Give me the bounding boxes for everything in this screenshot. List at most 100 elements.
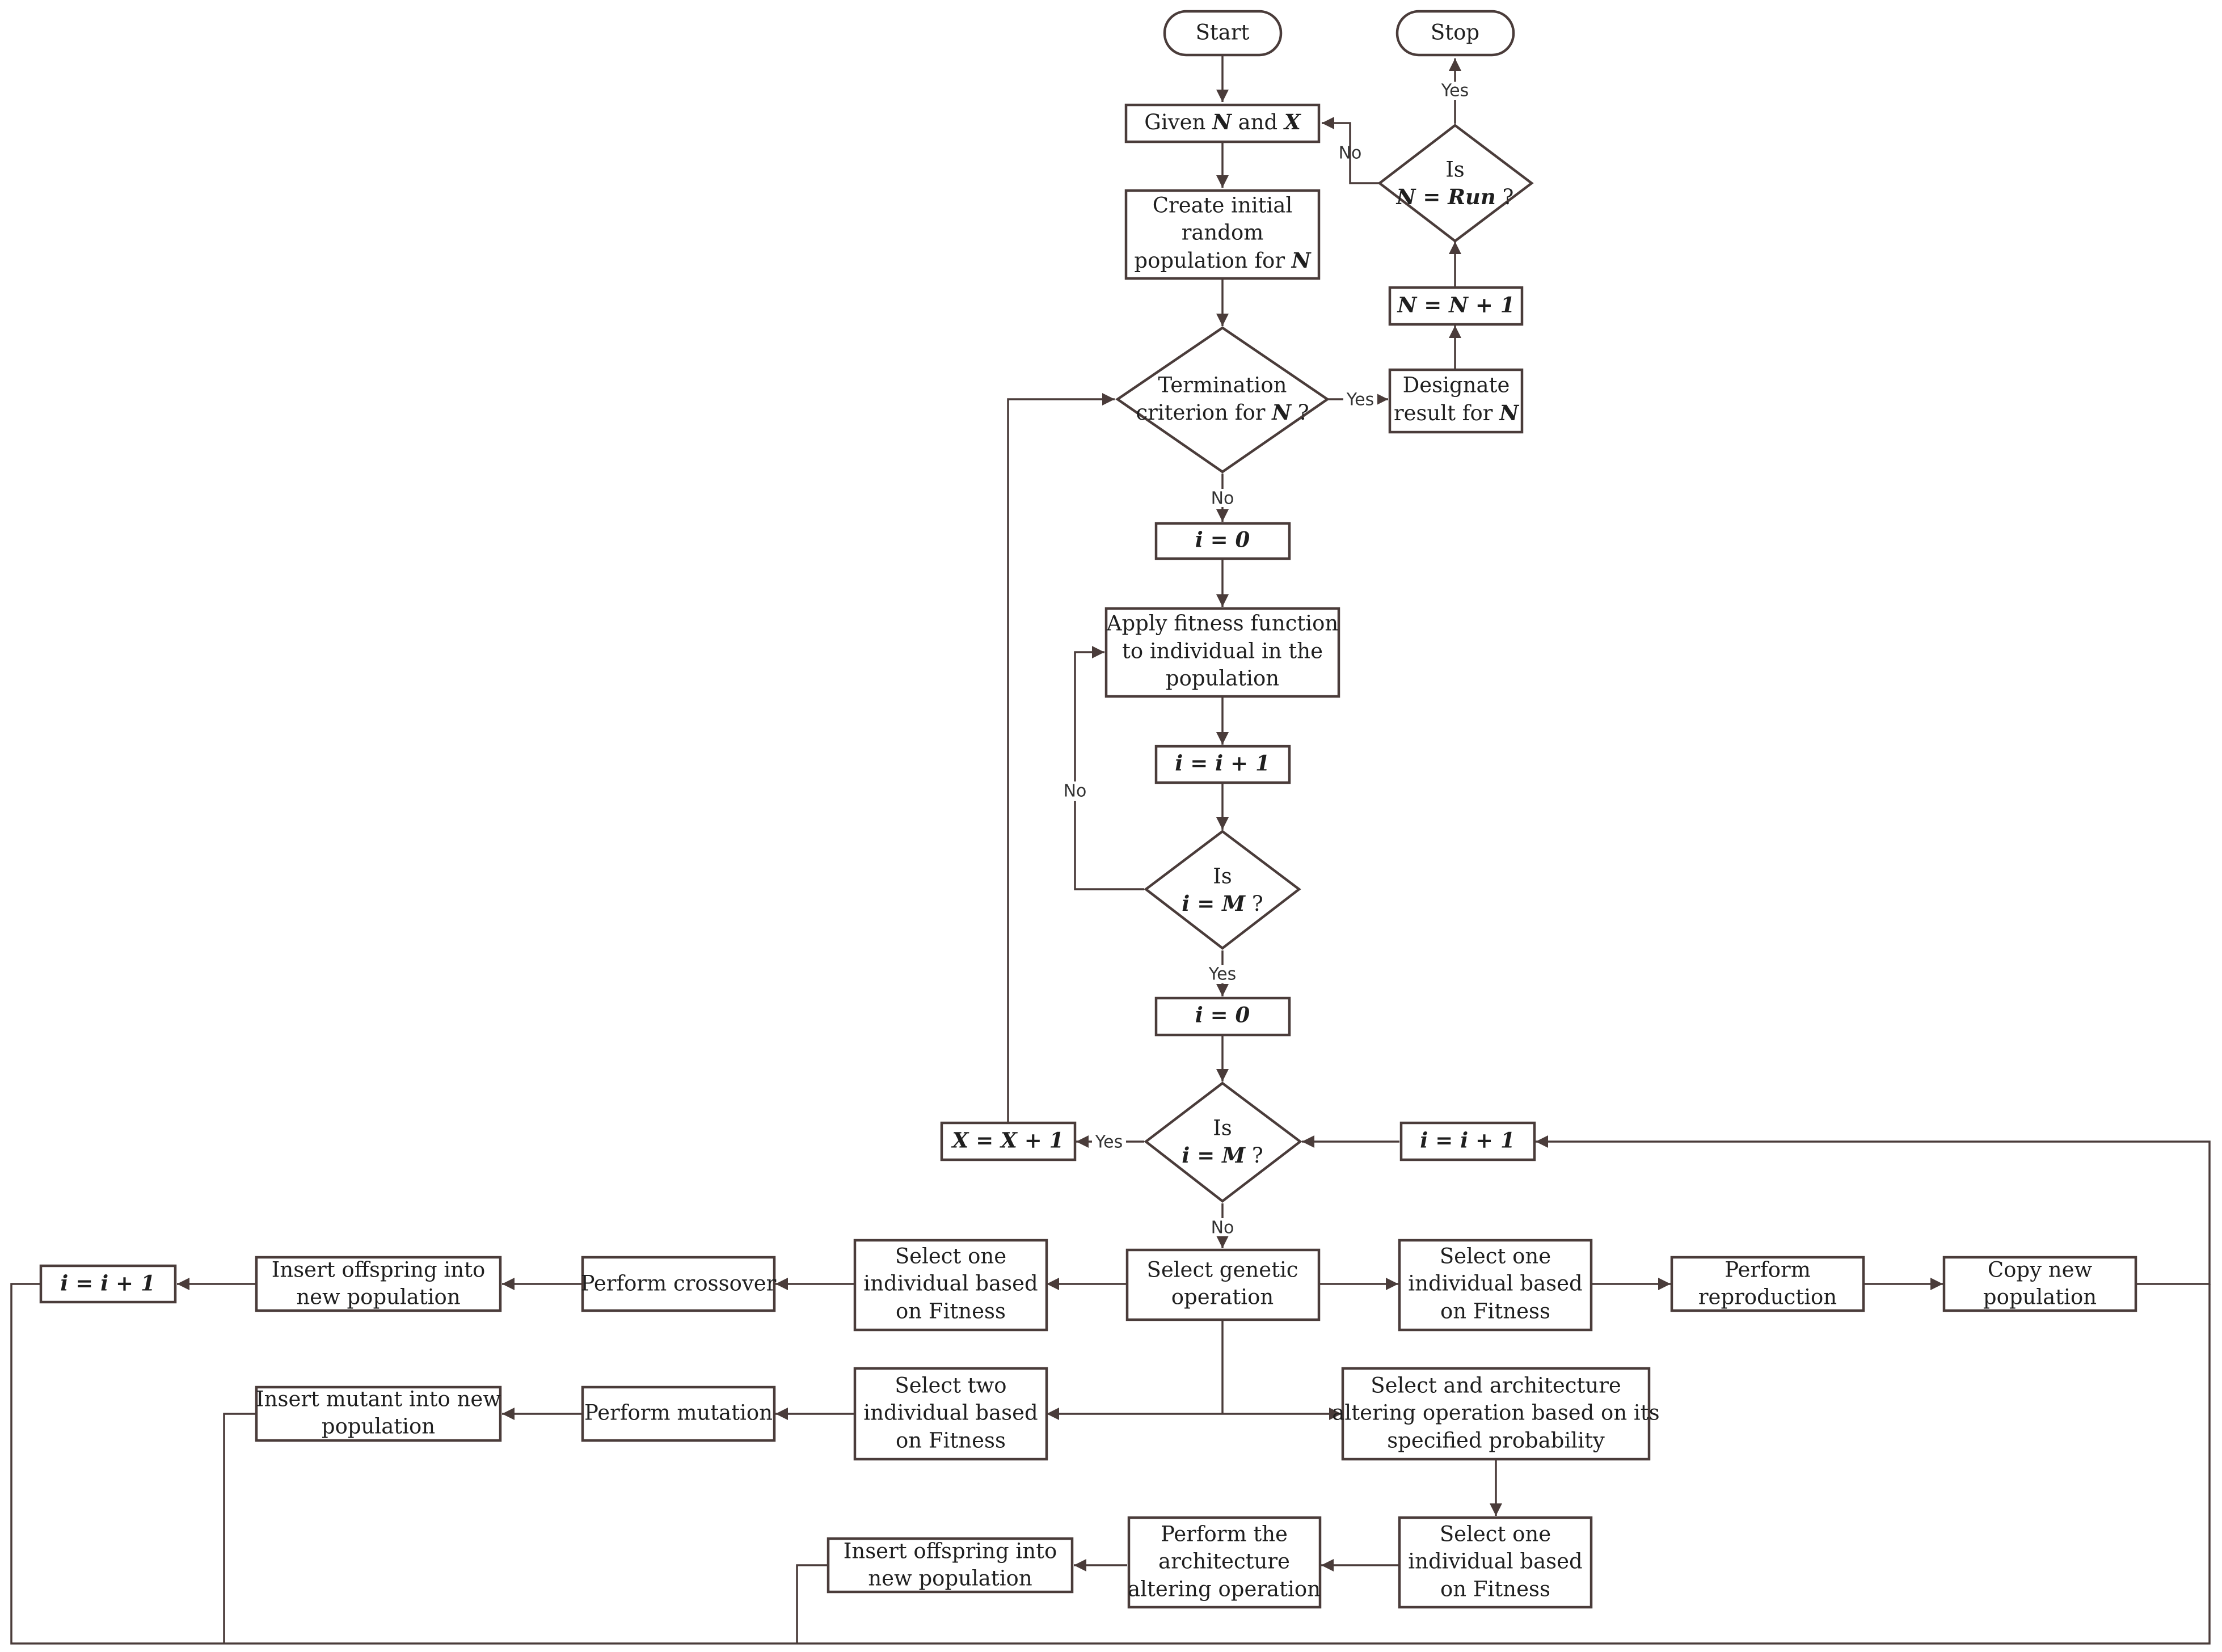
select-one-left-box: Select one individual based on Fitness (853, 1239, 1048, 1332)
copy-new-population-box: Copy new population (1942, 1256, 2137, 1312)
perform-arch-line2: architecture (1158, 1549, 1290, 1574)
given-n-and-x-box: Given N and X (1124, 103, 1321, 143)
create-line2: random (1182, 221, 1264, 245)
label-yes-ismB: Yes (1095, 1133, 1123, 1152)
perform-mutation-box: Perform mutation (581, 1385, 776, 1442)
select-genetic-line2: operation (1171, 1285, 1274, 1309)
edge-insertmutant-return (223, 1413, 256, 1643)
reproduction-line1: Perform (1725, 1258, 1811, 1282)
svg-text:Given N and X: Given N and X (1144, 109, 1301, 134)
select-two-line1: Select two (895, 1374, 1006, 1398)
label-no-ismB: No (1211, 1218, 1234, 1238)
i-increment-right-label: i = i + 1 (1420, 1128, 1515, 1153)
i-increment-a-label: i = i + 1 (1175, 751, 1270, 776)
apply-line1: Apply fitness function (1106, 611, 1338, 636)
n-increment-box: N = N + 1 (1388, 286, 1524, 326)
is-run-line1: Is (1445, 158, 1465, 182)
create-line1: Create initial (1153, 193, 1293, 218)
apply-line2: to individual in the (1122, 639, 1323, 664)
reproduction-line2: reproduction (1698, 1285, 1837, 1309)
perform-arch-line3: altering operation (1128, 1577, 1321, 1602)
select-arch-line2: altering operation based on its (1332, 1401, 1659, 1425)
stop-terminal: Stop (1395, 10, 1515, 57)
designate-line2-prefix: result for (1394, 401, 1499, 425)
select-one-left-line2: individual based (863, 1271, 1038, 1296)
given-n: N (1212, 109, 1232, 134)
start-label: Start (1196, 20, 1250, 45)
select-two-line2: individual based (863, 1401, 1038, 1425)
create-line3-var: N (1291, 248, 1312, 273)
connectors (10, 55, 2211, 1645)
edge-insertbottom-return (796, 1564, 828, 1643)
edge-xinc-termination (1007, 393, 1115, 1123)
mutation-label: Perform mutation (584, 1401, 773, 1425)
termination-diamond: Termination criterion for N ? (1115, 326, 1330, 474)
i-increment-box-right: i = i + 1 (1399, 1121, 1536, 1161)
is-i-m-diamond-b: Is i = M ? (1144, 1081, 1302, 1203)
designate-line1: Designate (1403, 373, 1510, 398)
is-m-b-line1: Is (1213, 1116, 1232, 1140)
select-one-right-line1: Select one (1440, 1244, 1551, 1269)
select-one-bottom-line3: on Fitness (1440, 1577, 1550, 1602)
perform-reproduction-box: Perform reproduction (1670, 1256, 1865, 1312)
is-m-a-line2-suffix: ? (1245, 892, 1263, 916)
insert-mutant-box: Insert mutant into new population (255, 1385, 502, 1442)
select-one-bottom-line2: individual based (1408, 1549, 1582, 1574)
svg-text:criterion for N ?: criterion for N ? (1136, 400, 1309, 425)
label-yes-ismA: Yes (1208, 965, 1236, 985)
is-n-run-diamond: Is N = Run ? (1377, 124, 1534, 243)
is-m-a-line2-var: i = M (1182, 891, 1246, 916)
stop-label: Stop (1431, 20, 1479, 45)
select-genetic-line1: Select genetic (1146, 1258, 1298, 1282)
edge-ismA-apply (1074, 646, 1144, 890)
designate-result-box: Designate result for N (1388, 368, 1524, 434)
insert-offspring-top-box: Insert offspring into new population (255, 1256, 502, 1312)
given-mid: and (1232, 110, 1284, 134)
start-terminal: Start (1163, 10, 1283, 57)
edge-iincleft-return (10, 1283, 2211, 1645)
select-one-right-line2: individual based (1408, 1271, 1582, 1296)
select-one-right-line3: on Fitness (1440, 1299, 1550, 1324)
is-run-line2-suffix: ? (1496, 185, 1514, 209)
select-arch-line3: specified probability (1387, 1429, 1605, 1453)
x-increment-label: X = X + 1 (951, 1128, 1064, 1153)
i-zero-b-label: i = 0 (1195, 1003, 1250, 1028)
termination-line2-suffix: ? (1291, 400, 1309, 425)
is-m-b-line2-var: i = M (1182, 1143, 1246, 1168)
label-no-termination: No (1211, 489, 1234, 509)
select-two-box: Select two individual based on Fitness (853, 1367, 1048, 1461)
select-genetic-operation-box: Select genetic operation (1125, 1248, 1321, 1321)
i-zero-a-label: i = 0 (1195, 527, 1250, 552)
termination-line1: Termination (1158, 373, 1287, 398)
insert-offspring-top-line2: new population (296, 1285, 460, 1309)
svg-text:result for N: result for N (1394, 400, 1519, 425)
edge-labels: Yes No Yes No No Yes Yes No (1061, 81, 1472, 1238)
designate-line2-var: N (1499, 400, 1519, 425)
i-increment-box-a: i = i + 1 (1154, 745, 1291, 784)
create-line3-prefix: population for (1134, 248, 1291, 273)
i-zero-box-a: i = 0 (1154, 522, 1291, 560)
n-increment-label: N = N + 1 (1397, 293, 1515, 318)
perform-arch-line1: Perform the (1161, 1522, 1288, 1547)
apply-line3: population (1166, 666, 1279, 691)
label-yes-termination: Yes (1346, 390, 1374, 410)
svg-text:population for N: population for N (1134, 248, 1311, 273)
is-m-b-line2-suffix: ? (1245, 1143, 1263, 1168)
copy-new-line1: Copy new (1988, 1258, 2093, 1282)
svg-text:i = M ?: i = M ? (1182, 1143, 1263, 1168)
i-increment-left-label: i = i + 1 (60, 1271, 155, 1296)
perform-architecture-box: Perform the architecture altering operat… (1127, 1516, 1322, 1609)
is-i-m-diamond-a: Is i = M ? (1144, 830, 1301, 950)
insert-offspring-bottom-box: Insert offspring into new population (827, 1537, 1074, 1594)
i-zero-box-b: i = 0 (1154, 996, 1291, 1037)
edge-copy-iincright (1536, 1135, 2211, 1285)
create-population-box: Create initial random population for N (1124, 189, 1321, 280)
apply-fitness-box: Apply fitness function to individual in … (1104, 607, 1340, 698)
select-one-bottom-box: Select one individual based on Fitness (1398, 1516, 1593, 1609)
svg-text:i = M ?: i = M ? (1182, 891, 1263, 916)
select-one-right-box: Select one individual based on Fitness (1398, 1239, 1593, 1332)
select-one-left-line1: Select one (895, 1244, 1006, 1269)
is-m-a-line1: Is (1213, 864, 1232, 889)
crossover-label: Perform crossover (581, 1271, 777, 1296)
